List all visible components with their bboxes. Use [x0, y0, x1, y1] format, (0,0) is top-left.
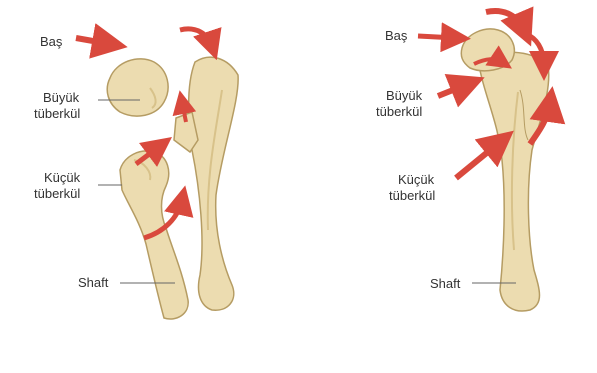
right-humerus [418, 11, 550, 311]
left-arrow-head-push [76, 38, 110, 44]
right-label-greater-tubercle-line2: tüberkül [376, 104, 422, 119]
right-shaft-bone [478, 52, 549, 311]
right-head [461, 29, 514, 71]
right-label-lesser-tubercle-line1: Küçük [398, 172, 434, 187]
left-label-greater-tubercle-line2: tüberkül [34, 106, 80, 121]
left-label-shaft: Shaft [78, 275, 108, 290]
left-label-greater-tubercle-line1: Büyük [43, 90, 79, 105]
right-arrow-rotation-top [486, 11, 524, 30]
right-arrow-lesser [456, 142, 500, 178]
left-label-lesser-tubercle-line1: Küçük [44, 170, 80, 185]
left-label-lesser-tubercle-line2: tüberkül [34, 186, 80, 201]
right-label-head: Baş [385, 28, 407, 43]
right-arrow-greater [438, 84, 468, 96]
left-arrow-rotation-top [180, 29, 212, 46]
right-label-shaft: Shaft [430, 276, 460, 291]
right-label-lesser-tubercle-line2: tüberkül [389, 188, 435, 203]
right-arrow-head-push [418, 36, 456, 38]
left-detached-head [107, 59, 168, 116]
left-label-head: Baş [40, 34, 62, 49]
left-shaft-bone [189, 57, 239, 310]
right-label-greater-tubercle-line1: Büyük [386, 88, 422, 103]
